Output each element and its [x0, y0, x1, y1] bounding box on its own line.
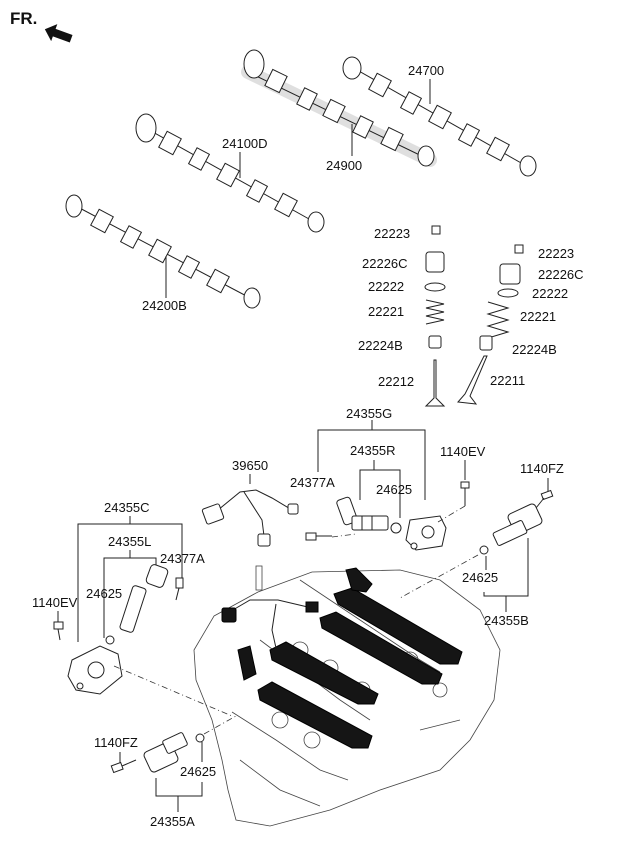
valve-stack-left [424, 225, 446, 407]
label-24700: 24700 [408, 63, 444, 78]
label-24625-right-2: 24625 [462, 570, 498, 585]
valve-spring-22221-right[interactable] [486, 301, 510, 339]
label-22226c-right: 22226C [538, 267, 584, 282]
label-24377a-right: 24377A [290, 475, 335, 490]
o-ring-24625-right-2[interactable] [479, 545, 489, 555]
stem-seal-22224b-right[interactable] [479, 335, 493, 351]
label-24625-right-1: 24625 [376, 482, 412, 497]
valve-stack-right [456, 244, 524, 405]
installed-camshafts [237, 567, 463, 749]
o-ring-24625-right[interactable] [390, 522, 402, 534]
ocv-24355r[interactable] [336, 496, 389, 531]
bolt-1140fz-bottom[interactable] [110, 759, 137, 774]
retainer-key-22223-right[interactable] [514, 244, 524, 254]
stem-seal-22224b-left[interactable] [428, 335, 442, 349]
bolt-24377a-right[interactable] [305, 532, 332, 541]
label-22222-left: 22222 [368, 279, 404, 294]
label-22223-right: 22223 [538, 246, 574, 261]
bolt-1140fz-right[interactable] [535, 489, 554, 509]
valve-spring-22221-left[interactable] [425, 299, 445, 325]
label-24355l: 24355L [108, 534, 151, 549]
label-24625-bottom: 24625 [180, 764, 216, 779]
wiring-harness-39650[interactable] [201, 489, 299, 547]
label-24900: 24900 [326, 158, 362, 173]
label-1140fz-bottom: 1140FZ [94, 735, 138, 750]
label-1140ev-left: 1140EV [32, 595, 78, 610]
ocv-24355a[interactable] [143, 732, 188, 773]
label-24200b: 24200B [142, 298, 187, 313]
label-22224b-left: 22224B [358, 338, 403, 353]
label-1140fz-right: 1140FZ [520, 461, 564, 476]
label-24355g: 24355G [346, 406, 392, 421]
label-24625-left: 24625 [86, 586, 122, 601]
lifter-22226c-left[interactable] [425, 251, 445, 273]
label-22212: 22212 [378, 374, 414, 389]
arrow-down-left-icon [44, 24, 73, 43]
label-22221-right: 22221 [520, 309, 556, 324]
label-1140ev-right: 1140EV [440, 444, 486, 459]
ocv-housing-24355c[interactable] [67, 645, 123, 695]
valve-22212[interactable] [424, 359, 446, 407]
bolt-1140ev-right[interactable] [460, 481, 470, 506]
o-ring-24625-bottom[interactable] [195, 733, 205, 743]
label-24355a: 24355A [150, 814, 195, 829]
camshaft-24700[interactable] [342, 56, 537, 177]
lifter-22226c-right[interactable] [499, 263, 521, 285]
label-24377a-left: 24377A [160, 551, 205, 566]
retainer-key-22223-left[interactable] [431, 225, 441, 235]
spring-seat-22222-left[interactable] [424, 282, 446, 292]
ocv-housing-24355g[interactable] [405, 515, 447, 551]
label-24355c: 24355C [104, 500, 150, 515]
camshaft-24900[interactable] [241, 49, 437, 167]
label-22222-right: 22222 [532, 286, 568, 301]
label-24355r: 24355R [350, 443, 396, 458]
label-22224b-right: 22224B [512, 342, 557, 357]
camshaft-24100d[interactable] [135, 113, 325, 233]
bolt-24377a-left[interactable] [175, 577, 184, 601]
label-22221-left: 22221 [368, 304, 404, 319]
label-24100d: 24100D [222, 136, 268, 151]
valve-22211[interactable] [456, 355, 488, 405]
bolt-1140ev-left[interactable] [53, 621, 64, 641]
direction-marker: FR. [10, 9, 37, 28]
label-22223-left: 22223 [374, 226, 410, 241]
spring-seat-22222-right[interactable] [497, 288, 519, 298]
label-24355b: 24355B [484, 613, 529, 628]
ocv-24355l[interactable] [119, 564, 169, 634]
o-ring-24625-left[interactable] [105, 635, 115, 645]
label-39650: 39650 [232, 458, 268, 473]
ocv-24355b[interactable] [492, 503, 544, 546]
label-22226c-left: 22226C [362, 256, 408, 271]
installed-harness [221, 599, 319, 649]
camshaft-24200b[interactable] [65, 194, 261, 309]
label-22211: 22211 [490, 373, 525, 388]
